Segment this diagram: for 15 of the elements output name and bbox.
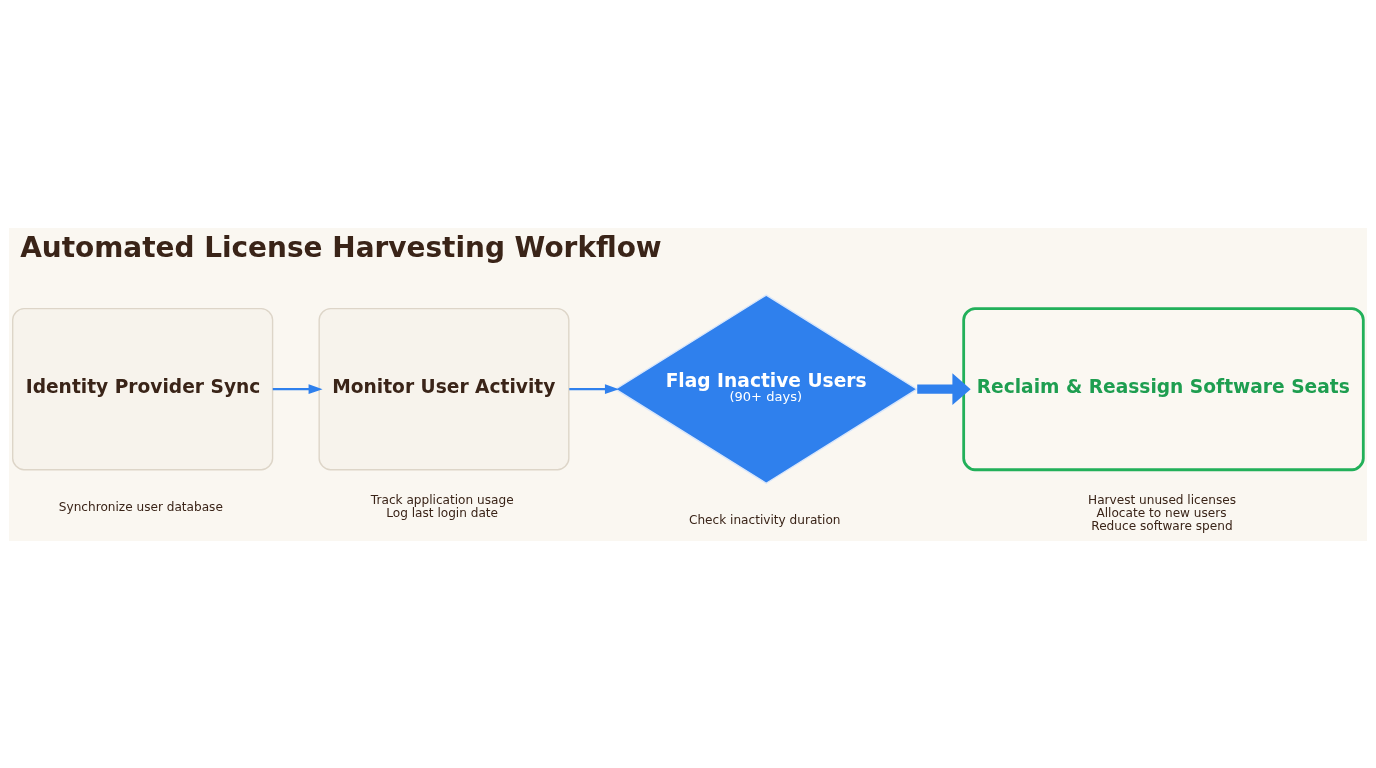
node-label: Harvest unused licenses [1088, 492, 1236, 507]
arrow [917, 372, 971, 405]
arrow [272, 383, 323, 394]
node-label: Log last login date [386, 505, 499, 520]
arrow [569, 383, 619, 394]
node-label: Synchronize user database [58, 499, 223, 514]
node-box: Monitor User Activity [318, 307, 570, 470]
node-diamond: Flag Inactive Users (90+ days) [614, 293, 919, 484]
node-box: Identity Provider Sync [12, 307, 274, 470]
node-label: Check inactivity duration [688, 512, 841, 527]
node-label: Track application usage [370, 492, 514, 507]
node-label: Reduce software spend [1091, 518, 1233, 533]
node-label: Allocate to new users [1096, 505, 1227, 520]
diagram-title: Automated License Harvesting Workflow [20, 230, 662, 264]
node-box: Reclaim & Reassign Software Seats [962, 306, 1365, 471]
